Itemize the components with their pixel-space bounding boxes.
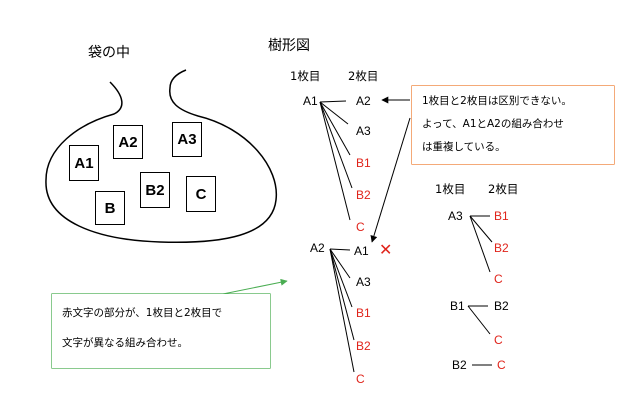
a3-child-b1: B1 xyxy=(494,209,509,223)
a2-branches xyxy=(329,248,355,373)
a3-child-b2: B2 xyxy=(494,241,509,255)
right-header-second: 2枚目 xyxy=(488,182,519,196)
a3-branches xyxy=(469,215,493,273)
a1-child-c: C xyxy=(356,220,365,234)
card-b: B xyxy=(95,191,125,225)
orange-note-line-3: は重複している。 xyxy=(422,141,506,153)
orange-note-line-1: 1枚目と2枚目は区別できない。 xyxy=(422,95,572,107)
orange-note-line-2: よって、A1とA2の組み合わせ xyxy=(422,118,564,130)
a2-child-a3: A3 xyxy=(356,275,371,289)
a2-child-b2: B2 xyxy=(356,339,371,353)
a2-child-b1: B1 xyxy=(356,306,371,320)
a1-child-b1: B1 xyxy=(356,156,371,170)
b1-branches xyxy=(467,305,491,335)
tree-title: 樹形図 xyxy=(268,38,310,54)
a1-branches xyxy=(319,100,353,221)
green-note: 赤文字の部分が、1枚目と2枚目で 文字が異なる組み合わせ。 xyxy=(52,294,270,368)
card-a1: A1 xyxy=(69,145,99,181)
a3-child-c: C xyxy=(494,272,503,286)
card-c: C xyxy=(186,176,216,212)
a2-child-c: C xyxy=(356,372,365,386)
orange-note: 1枚目と2枚目は区別できない。 よって、A1とA2の組み合わせ は重複している。 xyxy=(412,86,614,164)
a2-child-a1: A1 xyxy=(354,244,369,258)
a1-root: A1 xyxy=(303,94,318,108)
green-note-line-2: 文字が異なる組み合わせ。 xyxy=(62,337,188,349)
a1-child-b2: B2 xyxy=(356,188,371,202)
a3-root: A3 xyxy=(448,209,463,223)
header-second: 2枚目 xyxy=(348,69,379,83)
b1-child-c: C xyxy=(494,333,503,347)
a1-child-a3: A3 xyxy=(356,124,371,138)
card-a3: A3 xyxy=(172,122,202,157)
green-note-line-1: 赤文字の部分が、1枚目と2枚目で xyxy=(62,307,223,319)
duplicate-cross-icon: ✕ xyxy=(379,240,393,259)
b2-root: B2 xyxy=(452,358,467,372)
right-header-first: 1枚目 xyxy=(435,182,466,196)
a1-child-a2: A2 xyxy=(356,94,371,108)
b2-child-c: C xyxy=(497,358,506,372)
card-a2: A2 xyxy=(113,125,143,159)
header-first: 1枚目 xyxy=(290,69,321,83)
orange-arrow-to-a2 xyxy=(370,117,411,243)
bag-title: 袋の中 xyxy=(88,45,130,61)
card-b2: B2 xyxy=(140,172,170,208)
a2-root: A2 xyxy=(310,241,325,255)
b1-root: B1 xyxy=(450,299,465,313)
bag-outline xyxy=(45,69,278,244)
b1-child-b2: B2 xyxy=(494,299,509,313)
